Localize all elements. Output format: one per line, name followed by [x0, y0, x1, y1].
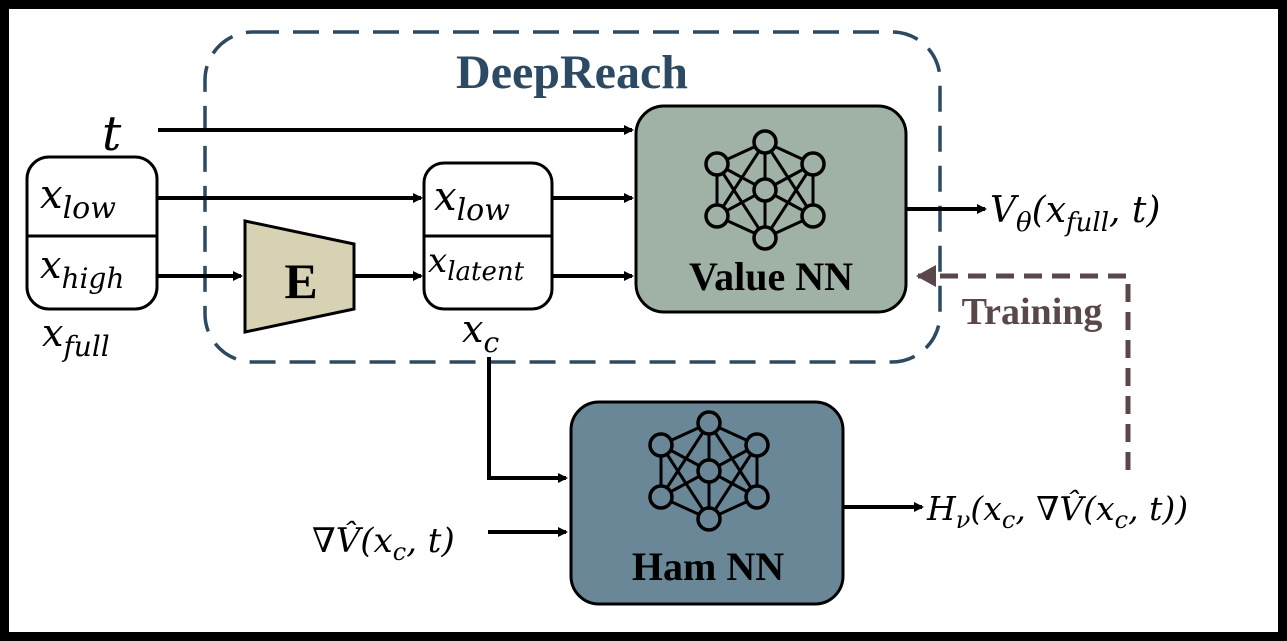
- training-label: Training: [962, 291, 1103, 333]
- value-nn-block: [634, 104, 908, 314]
- x-high-label: xhigh: [40, 243, 124, 295]
- x-full-label: xfull: [42, 311, 110, 363]
- training-arrow: [916, 265, 1131, 470]
- x-c-low-label: xlow: [434, 174, 510, 228]
- t-input-label: t: [102, 106, 122, 162]
- encoder-label: E: [284, 253, 317, 309]
- grad-v-input-label: ∇V̂(xc, t): [312, 520, 455, 566]
- x-c-label: xc: [462, 307, 499, 359]
- x-c-to-ham-arrow: [487, 357, 568, 483]
- encoder-block: [243, 219, 356, 334]
- x-latent-label: xlatent: [428, 241, 525, 287]
- ham-nn-block: [569, 400, 845, 606]
- x-low-label: xlow: [40, 172, 116, 226]
- value-nn-label: Value NN: [689, 254, 853, 299]
- ham-nn-label: Ham NN: [632, 544, 784, 589]
- ham-output-label: Hν(xc, ∇V̂(xc, t)): [926, 488, 1188, 534]
- x-full-box: [25, 155, 159, 311]
- deepreach-title: DeepReach: [456, 46, 688, 99]
- value-output-label: Vθ(xfull, t): [990, 190, 1160, 238]
